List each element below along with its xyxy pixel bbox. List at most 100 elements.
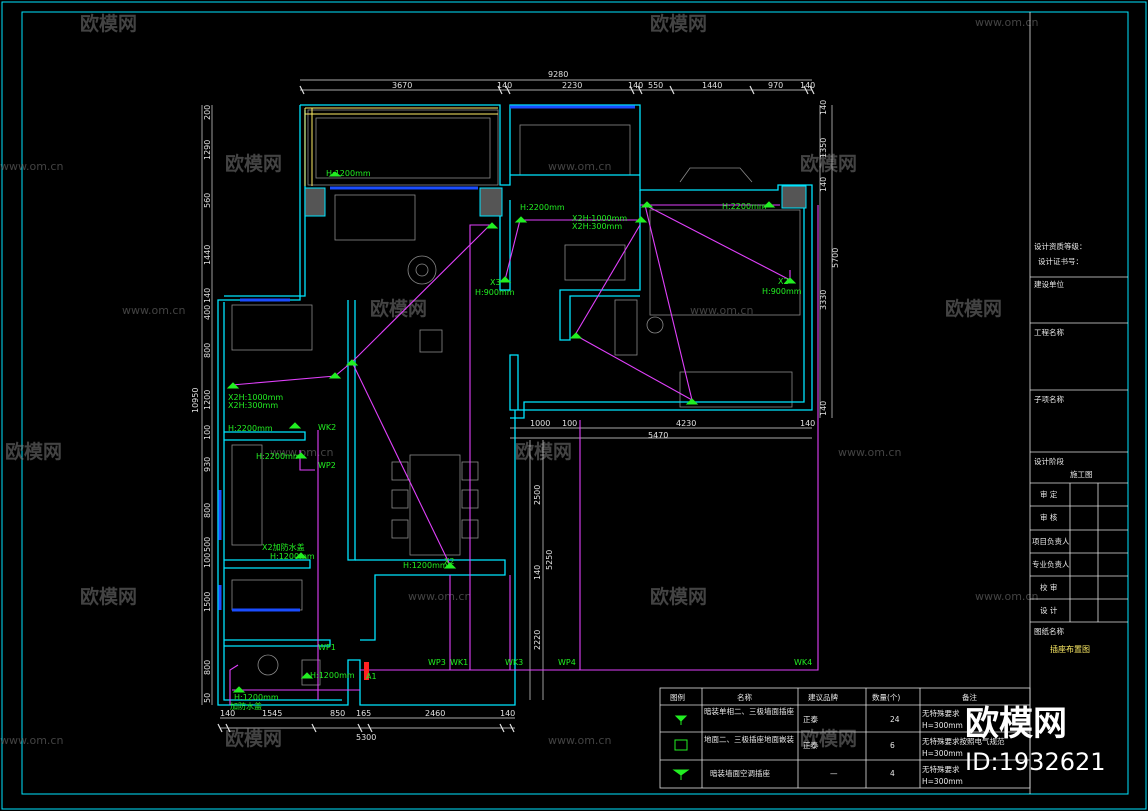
dim-bottom: 2460 (425, 709, 445, 718)
watermarks: 欧模网 欧模网 欧模网 欧模网 欧模网 欧模网 欧模网 欧模网 欧模网 欧模网 … (0, 12, 1038, 750)
legend-header: 备注 (962, 692, 977, 702)
socket-label: 加防水盖 (230, 701, 262, 711)
ac-socket-icon (672, 769, 690, 780)
dim-mid: 140 (800, 419, 815, 428)
dim-mid-total: 5470 (648, 431, 668, 440)
legend-item-qty: 6 (890, 741, 895, 750)
dim-mid: 100 (562, 419, 577, 428)
socket-label: H:1200mm (403, 561, 448, 570)
dim-center: 140 (533, 565, 542, 580)
role-label: 专业负责人 (1032, 559, 1070, 569)
dim-top: 140 (628, 81, 643, 90)
watermark-url: www.om.cn (975, 590, 1038, 603)
watermark-url: www.om.cn (548, 160, 611, 173)
watermark-url: www.om.cn (0, 160, 63, 173)
role-label: 校 审 (1040, 582, 1057, 592)
socket-label: X2 (778, 277, 789, 286)
dim-left: 200 (203, 105, 212, 120)
socket-icon (345, 359, 359, 366)
dim-left: 560 (203, 193, 212, 208)
socket-icon (640, 201, 654, 208)
role-label: 审 核 (1040, 512, 1058, 522)
socket-label: X2 (444, 557, 455, 566)
certificate-label: 设计证书号： (1038, 256, 1083, 266)
dim-top: 140 (800, 81, 815, 90)
legend-item-qty: 24 (890, 715, 900, 724)
watermark-url: www.om.cn (408, 590, 471, 603)
dim-mid: 1000 (530, 419, 550, 428)
title-block: 设计资质等级： 设计证书号： 建设单位 工程名称 子项名称 设计阶段 施工图 审… (1029, 12, 1128, 794)
dim-right: 140 (819, 100, 828, 115)
socket-label: X2H:1000mm (228, 393, 283, 402)
dim-center: 2220 (533, 630, 542, 650)
dim-top: 3670 (392, 81, 412, 90)
dim-center: 2500 (533, 485, 542, 505)
dim-left: 800 (203, 503, 212, 518)
socket-label: X2H:300mm (572, 222, 622, 231)
watermark-url: www.om.cn (122, 304, 185, 317)
socket-label: WP4 (558, 658, 576, 667)
role-label: 项目负责人 (1032, 536, 1070, 546)
socket-icon (294, 552, 308, 559)
socket-label: H:900mm (762, 287, 802, 296)
dim-left: 1290 (203, 140, 212, 160)
legend-header: 名称 (737, 692, 752, 702)
socket-icon (226, 382, 240, 389)
watermark: 欧模网 (650, 12, 707, 35)
role-label: 审 定 (1040, 489, 1058, 499)
right-dimensions: 140 1350 140 5700 3330 140 (819, 100, 840, 416)
dim-right: 1350 (819, 138, 828, 158)
socket-label: X2H:300mm (228, 401, 278, 410)
dim-left: 1200 (203, 390, 212, 410)
watermark: 欧模网 (800, 152, 857, 175)
distribution-box (364, 662, 369, 680)
socket-label: H:2200mm (722, 202, 767, 211)
legend-item-note: 无特殊要求 (922, 708, 960, 718)
dim-left: 500 (203, 537, 212, 552)
legend-item-brand: 正泰 (803, 714, 818, 724)
id-watermark: ID:1932621 (965, 748, 1106, 776)
socket-icon (685, 398, 699, 405)
watermark-url: www.om.cn (690, 304, 753, 317)
socket-label: WP1 (318, 643, 336, 652)
wall-socket-icon (674, 715, 688, 725)
project-name-label: 工程名称 (1034, 327, 1064, 337)
watermark: 欧模网 (515, 440, 572, 463)
qualification-label: 设计资质等级： (1034, 241, 1087, 251)
dim-right: 140 (819, 401, 828, 416)
dim-bottom: 850 (330, 709, 345, 718)
socket-icon (232, 686, 246, 693)
watermark-url: www.om.cn (975, 16, 1038, 29)
legend-item-note2: H=300mm (922, 777, 963, 786)
design-unit-label: 建设单位 (1034, 279, 1064, 289)
socket-icon (783, 277, 797, 284)
dim-top: 2230 (562, 81, 582, 90)
socket-label: H:2200mm (228, 424, 273, 433)
dim-center: 5250 (545, 550, 554, 570)
design-stage-label: 设计阶段 (1034, 456, 1064, 466)
watermark-url: www.om.cn (548, 734, 611, 747)
socket-icon (634, 216, 648, 223)
dim-top: 550 (648, 81, 663, 90)
dim-left: 50 (203, 693, 212, 703)
socket-label: H:2200mm (256, 452, 301, 461)
dim-top: 970 (768, 81, 783, 90)
watermark: 欧模网 (225, 727, 282, 750)
dim-left-total: 10950 (191, 388, 200, 413)
brand-watermark: 欧模网 (965, 704, 1067, 744)
dim-left: 100 (203, 553, 212, 568)
dim-top: 140 (497, 81, 512, 90)
legend-header: 图例 (670, 692, 685, 702)
socket-icon (294, 452, 308, 459)
dim-bottom: 140 (220, 709, 235, 718)
socket-label: H:1200mm (310, 671, 355, 680)
watermark: 欧模网 (370, 297, 427, 320)
dim-left: 800 (203, 660, 212, 675)
balcony (304, 107, 498, 186)
legend-item-name: 暗装墙面空调插座 (710, 768, 770, 778)
dim-bottom: 1545 (262, 709, 282, 718)
watermark: 欧模网 (945, 297, 1002, 320)
socket-label: H:1200mm (234, 693, 279, 702)
design-stage-value: 施工图 (1070, 469, 1093, 479)
socket-labels: H:1200mm H:2200mm X2H:1000mm X2H:300mm X… (228, 169, 812, 711)
